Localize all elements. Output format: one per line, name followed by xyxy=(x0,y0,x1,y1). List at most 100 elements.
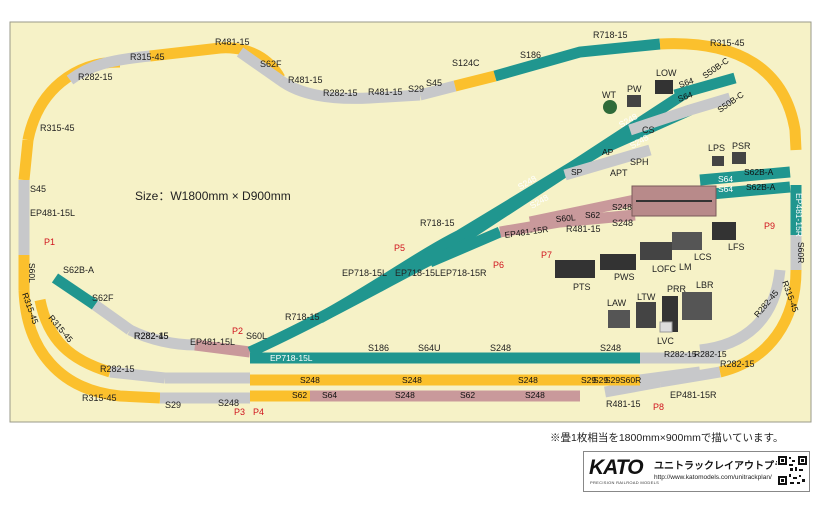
track-label: EP481-15R xyxy=(670,390,717,400)
track-s29-s45-top xyxy=(418,80,457,101)
point-label: P1 xyxy=(44,237,55,247)
track-label: R718-15 xyxy=(593,30,628,40)
structure-label: LOW xyxy=(656,68,677,78)
track-label: AP xyxy=(602,147,614,157)
track-label: S62 xyxy=(292,390,307,400)
footer-note: ※畳1枚相当を1800mm×900mmで描いています。 xyxy=(550,432,784,444)
point-label: P6 xyxy=(493,260,504,270)
track-label: S186 xyxy=(368,343,389,353)
size-text: Size：W1800mm × D900mm xyxy=(135,189,291,203)
track-label: R315-45 xyxy=(40,123,75,133)
track-label: EP718-15R xyxy=(440,268,487,278)
brand-box: KATO PRECISION RAILROAD MODELS ユニトラックレイア… xyxy=(583,451,810,492)
track-s64-upper xyxy=(673,72,737,101)
structure-label: LOFC xyxy=(652,264,677,274)
track-label: R282-15 xyxy=(720,359,755,369)
track-label: S60R xyxy=(620,375,641,385)
track-label: S248 xyxy=(600,343,621,353)
track-label: S248 xyxy=(402,375,422,385)
track-label: R315-45 xyxy=(130,52,165,62)
structure-label: LPS xyxy=(708,143,725,153)
track-label: EP481-15L xyxy=(30,208,75,218)
track-label: S45 xyxy=(426,78,442,88)
track-label: APT xyxy=(610,168,628,178)
track-r315-45-left xyxy=(18,139,34,181)
track-label: S248 xyxy=(612,202,632,212)
track-grey-yard-right-2 xyxy=(639,366,701,386)
track-label: S248 xyxy=(612,218,633,228)
structure-label: WT xyxy=(602,90,616,100)
track-label: S45 xyxy=(30,184,46,194)
track-label: S248 xyxy=(218,398,239,408)
track-label: EP481-15R xyxy=(794,193,804,237)
track-label: S62B-A xyxy=(746,182,776,192)
structure-label: LTW xyxy=(637,292,656,302)
track-label: S64 xyxy=(322,390,337,400)
track-label: EP718-15L xyxy=(342,268,387,278)
track-r315-45-left-inner xyxy=(34,298,112,378)
track-label: R481-15 xyxy=(215,37,250,47)
track-pink-siding xyxy=(499,209,636,238)
building-ltw xyxy=(636,302,656,328)
building-law xyxy=(608,310,630,328)
track-r315-45-left-lower xyxy=(18,289,161,404)
track-teal-diagonal-3 xyxy=(427,226,503,268)
plan-title: ユニトラックレイアウトプラン xyxy=(654,461,794,472)
track-label: S124C xyxy=(452,58,480,68)
track-label: CS xyxy=(642,125,655,135)
track-teal-diagonal-2 xyxy=(317,104,693,323)
track-label: S62B-A xyxy=(63,265,94,275)
track-label: S60L xyxy=(246,331,267,341)
track-label: R481-15 xyxy=(288,75,323,85)
structures xyxy=(555,80,746,333)
track-label: S60L xyxy=(555,212,576,224)
track-pink-siding-2 xyxy=(528,194,637,228)
track-label: S64U xyxy=(418,343,441,353)
building-pws xyxy=(600,254,636,270)
track-label: SPH xyxy=(630,157,649,167)
building-lcs xyxy=(672,232,702,250)
kato-logo: KATO xyxy=(589,456,644,479)
track-label: S248 xyxy=(490,343,511,353)
track-s62b-a-left xyxy=(51,273,99,310)
track-label: SP xyxy=(571,167,583,177)
building-lps xyxy=(712,156,724,166)
track-r282-45-right-lower xyxy=(699,269,786,356)
track-label: S64 xyxy=(676,89,694,104)
building-lbr xyxy=(682,292,712,320)
building-pts xyxy=(555,260,595,278)
track-label: R282-15 xyxy=(100,364,135,374)
track-label: R315-45 xyxy=(710,38,745,48)
track-r481-r282-top xyxy=(276,75,421,104)
point-label: P5 xyxy=(394,243,405,253)
track-grey-sp xyxy=(563,144,652,181)
point-label: P8 xyxy=(653,402,664,412)
track-label: S62F xyxy=(92,293,114,303)
track-label: R718-15 xyxy=(420,218,455,228)
point-label: P7 xyxy=(541,250,552,260)
track-label: R718-15 xyxy=(285,312,320,322)
building-lfs xyxy=(712,222,736,240)
track-label: S248 xyxy=(518,375,538,385)
track-label: S60R xyxy=(796,242,806,263)
track-label: R282-15 xyxy=(323,88,358,98)
track-label: R282-15 xyxy=(694,349,727,359)
building-pw xyxy=(627,95,641,107)
structure-label: LAW xyxy=(607,298,627,308)
building-lofc xyxy=(640,242,672,260)
qr-code-icon xyxy=(777,455,808,486)
building-low xyxy=(655,80,673,94)
water-tower xyxy=(603,100,617,114)
structure-label: LFS xyxy=(728,242,745,252)
plan-url[interactable]: http://www.katomodels.com/unitrackplan/ xyxy=(654,474,772,481)
point-label: P3 xyxy=(234,407,245,417)
structure-label: PW xyxy=(627,84,642,94)
structure-label: PTS xyxy=(573,282,591,292)
building-lvc xyxy=(659,321,673,333)
point-label: P2 xyxy=(232,326,243,336)
structure-label: LCS xyxy=(694,252,712,262)
track-label: R481-15 xyxy=(566,224,601,234)
track-label: R282-45 xyxy=(134,331,169,341)
track-label: S60L xyxy=(27,263,37,283)
